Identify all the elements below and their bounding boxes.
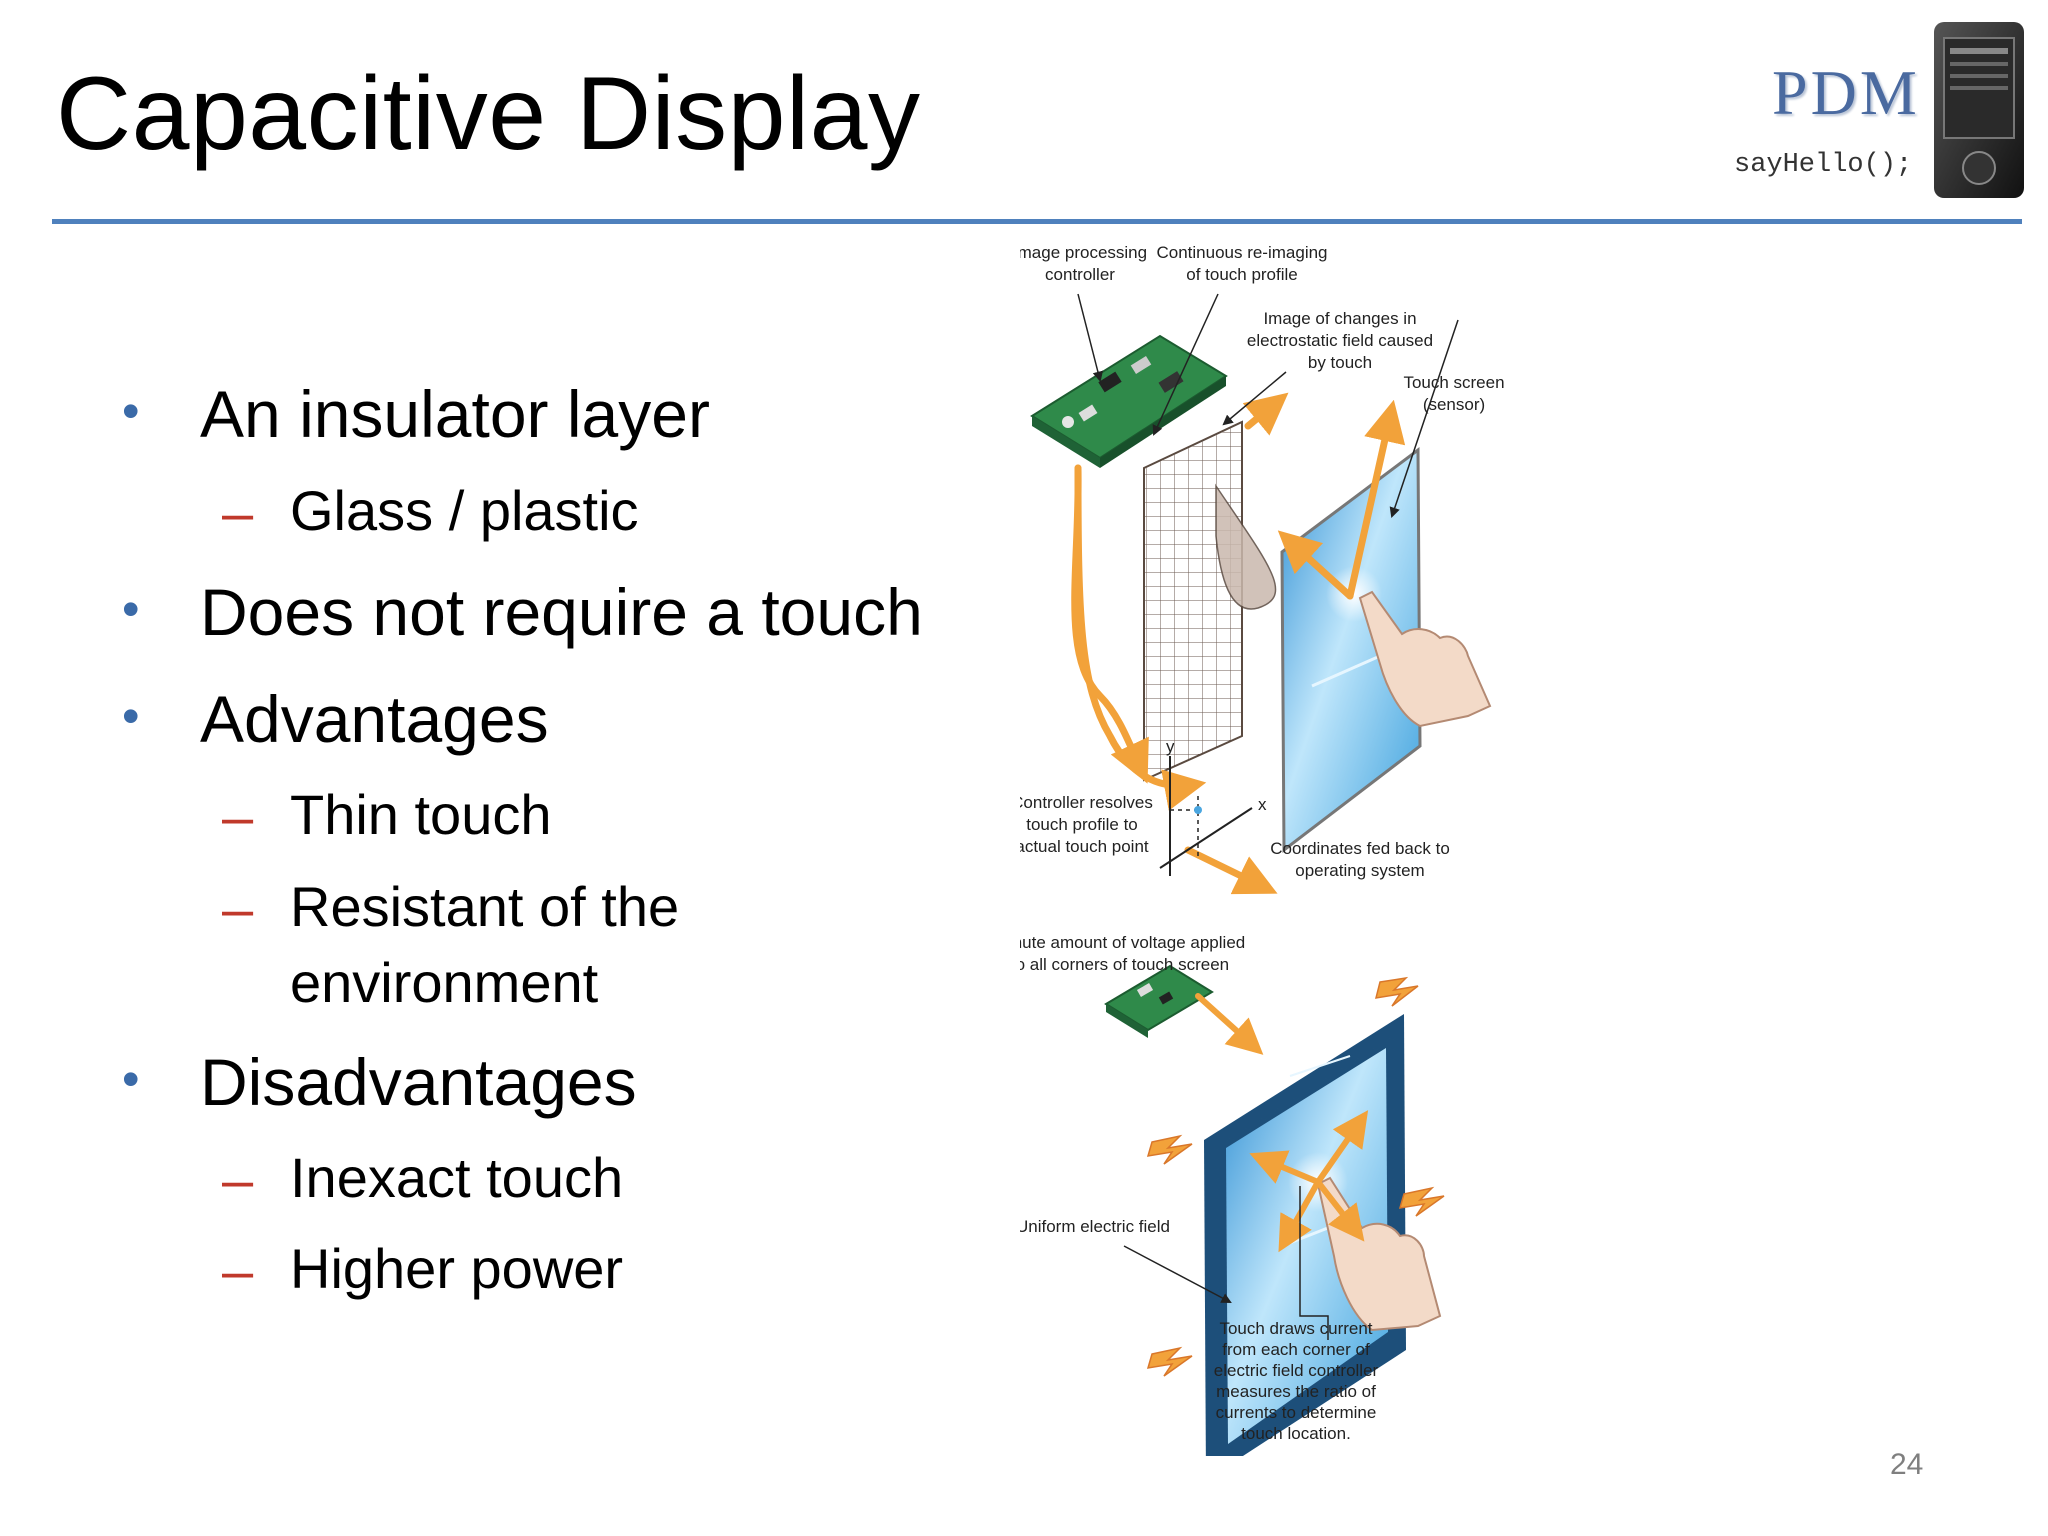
sub-glass-plastic: Glass / plastic [290,479,639,542]
label-screen-l1: Touch screen [1403,373,1504,392]
label-resolves-l1: Controller resolves [1020,793,1153,812]
controller-board [1030,334,1228,468]
phone-icon [1934,22,2024,198]
bullet-dot: • [122,383,140,439]
pdm-logo: PDM sayHello(); [1720,18,2030,208]
label-screen-l2: (sensor) [1423,395,1485,414]
dash-glyph: – [222,1239,254,1302]
hand-icon [1358,590,1492,728]
bullet-insulator: An insulator layer [200,377,710,451]
label-coords-l2: operating system [1295,861,1424,880]
logo-tagline: sayHello(); [1734,150,1913,180]
label-controller-l1: Image processing [1020,243,1147,262]
axis-x-label: x [1258,795,1267,814]
label-field: Uniform electric field [1020,1217,1170,1236]
bullet-disadvantages: Disadvantages [200,1045,637,1119]
lightning-bolts [1146,976,1445,1377]
bullet-advantages: Advantages [200,682,549,756]
sub-inexact-touch: Inexact touch [290,1146,624,1209]
bullet-dot: • [122,581,140,637]
leader-lines [1077,293,1459,518]
bullet-dot: • [122,688,140,744]
sub-resistant-line2: environment [290,951,599,1014]
field-image-grid [1143,420,1277,782]
label-reimaging-l2: of touch profile [1186,265,1298,284]
sub-thin-touch: Thin touch [290,783,552,846]
top-labels: Image processing controller Continuous r… [1020,243,1505,880]
bottom-leader-lines [1123,1186,1329,1340]
label-controller-l2: controller [1045,265,1115,284]
orange-arrows [1071,392,1406,895]
label-resolves-l2: touch profile to [1026,815,1138,834]
dash-glyph: – [222,785,254,848]
logo-brand: PDM [1772,57,1920,128]
bullet-list: • An insulator layer – Glass / plastic •… [0,0,1100,1400]
sub-higher-power: Higher power [290,1237,624,1300]
label-draws-l2: from each corner of [1222,1340,1370,1359]
label-reimaging-l1: Continuous re-imaging [1156,243,1327,262]
label-draws-l1: Touch draws current [1219,1319,1372,1338]
label-draws-l5: currents to determine [1216,1403,1377,1422]
bottom-labels: Minute amount of voltage applied to all … [1020,933,1379,1443]
label-changes-l3: by touch [1308,353,1372,372]
label-draws-l3: electric field controller [1214,1361,1379,1380]
page-number: 24 [1890,1448,1924,1481]
capacitive-diagram-svg: y x Image processing controller Continuo… [1020,243,1505,1456]
label-coords-l1: Coordinates fed back to [1270,839,1450,858]
bullet-dot: • [122,1051,140,1107]
sub-resistant-line1: Resistant of the [290,875,680,938]
label-voltage-l2: to all corners of touch screen [1020,955,1229,974]
coordinate-axes: y x [1159,737,1267,876]
capacitive-diagram: y x Image processing controller Continuo… [1020,236,2020,1456]
bullet-no-touch: Does not require a touch [200,575,923,649]
label-draws-l4: measures the ratio of [1216,1382,1376,1401]
label-draws-l6: touch location. [1241,1424,1351,1443]
dash-glyph: – [222,481,254,544]
label-changes-l1: Image of changes in [1263,309,1416,328]
small-controller-board [1104,964,1214,1038]
axis-y-label: y [1166,737,1175,756]
title-divider [52,219,2022,224]
label-changes-l2: electrostatic field caused [1247,331,1433,350]
dash-glyph: – [222,1148,254,1211]
label-voltage-l1: Minute amount of voltage applied [1020,933,1245,952]
dash-glyph: – [222,877,254,940]
slide-title: Capacitive Display [56,56,921,172]
label-resolves-l3: actual touch point [1020,837,1149,856]
